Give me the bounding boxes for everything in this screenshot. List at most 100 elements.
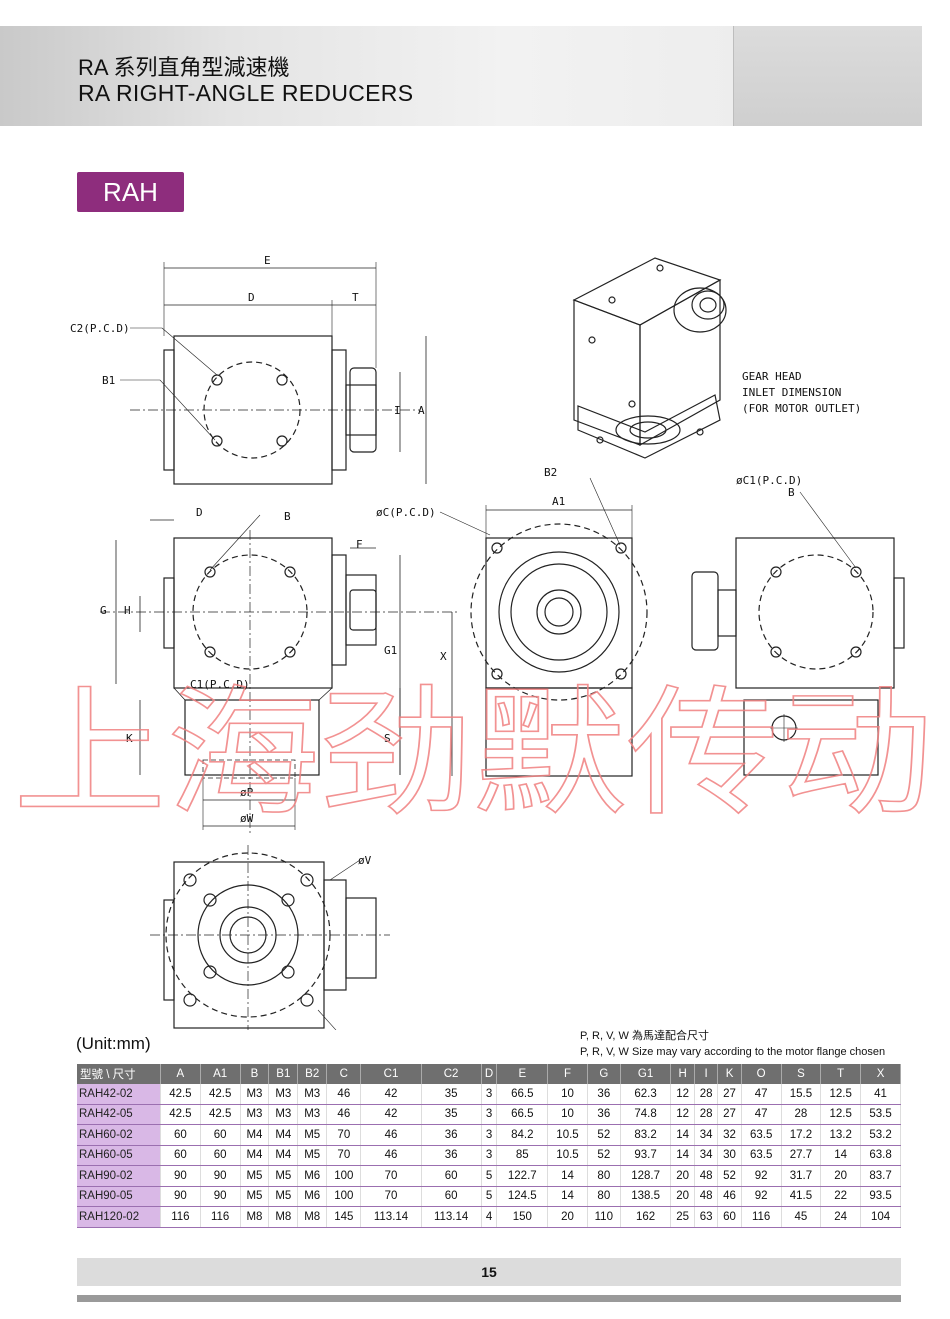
table-cell: 60 (421, 1186, 482, 1207)
dim-label-b1: B1 (102, 374, 115, 387)
table-cell: 10.5 (547, 1145, 588, 1166)
table-cell: 100 (326, 1165, 362, 1187)
table-cell: 60 (717, 1206, 742, 1228)
table-cell: 63.5 (741, 1124, 782, 1146)
table-cell: M3 (240, 1084, 270, 1105)
table-cell: M6 (297, 1165, 328, 1187)
table-cell: M8 (240, 1206, 270, 1228)
table-cell: 20 (547, 1206, 588, 1228)
table-cell: M3 (240, 1104, 270, 1125)
table-cell: 17.2 (781, 1124, 822, 1146)
table-cell: 3 (481, 1084, 498, 1105)
table-cell: 34 (694, 1124, 719, 1146)
table-cell: 80 (587, 1165, 621, 1187)
table-cell: 138.5 (620, 1186, 672, 1207)
table-cell: M3 (268, 1084, 299, 1105)
table-cell-model: RAH42-02 (77, 1084, 161, 1105)
dim-label-c1: C1(P.C.D) (190, 678, 250, 691)
table-cell: 53.5 (860, 1104, 901, 1125)
table-cell: 46 (360, 1145, 422, 1166)
table-cell: 12 (670, 1084, 695, 1105)
table-header-cell: E (496, 1064, 549, 1084)
table-cell: 46 (360, 1124, 422, 1146)
table-cell: M3 (297, 1084, 328, 1105)
dim-label-a: A (418, 404, 425, 417)
table-header-cell: H (670, 1064, 695, 1084)
table-cell: 42.5 (200, 1084, 241, 1105)
table-cell: M4 (240, 1124, 270, 1146)
table-cell: 66.5 (496, 1084, 549, 1105)
table-cell: 20 (820, 1165, 862, 1187)
table-cell: 14 (547, 1165, 588, 1187)
dim-label-v: øV (358, 854, 372, 867)
table-cell-model: RAH90-02 (77, 1165, 161, 1187)
gear-head-note-1: GEAR HEAD (742, 370, 802, 383)
page-footer: 15 (77, 1258, 901, 1286)
table-cell: 128.7 (620, 1165, 672, 1187)
table-cell: M3 (297, 1104, 328, 1125)
table-cell: 42 (360, 1104, 422, 1125)
dim-label-c: øC(P.C.D) (376, 506, 436, 519)
table-cell: 113.14 (360, 1206, 422, 1228)
table-cell: M4 (268, 1145, 299, 1166)
dim-label-h: H (124, 604, 131, 617)
table-cell: 10 (547, 1084, 588, 1105)
table-header-model: 型號 \ 尺寸 (77, 1064, 161, 1084)
table-cell: 92 (741, 1186, 782, 1207)
table-cell: 70 (360, 1186, 422, 1207)
table-header-cell: A1 (200, 1064, 241, 1084)
table-cell: 28 (781, 1104, 822, 1125)
table-cell-model: RAH60-02 (77, 1124, 161, 1146)
table-cell: 63.5 (741, 1145, 782, 1166)
table-cell: 60 (200, 1124, 241, 1146)
table-cell: M3 (268, 1104, 299, 1125)
table-cell: 90 (200, 1186, 241, 1207)
table-cell: 48 (694, 1186, 719, 1207)
table-cell: 36 (587, 1104, 621, 1125)
table-cell: 28 (694, 1104, 719, 1125)
table-cell: 27.7 (781, 1145, 822, 1166)
table-cell: 3 (481, 1104, 498, 1125)
table-cell: 3 (481, 1145, 498, 1166)
table-cell: 90 (160, 1186, 201, 1207)
table-header-cell: O (741, 1064, 782, 1084)
table-cell: 41 (860, 1084, 901, 1105)
table-cell: 42.5 (160, 1084, 201, 1105)
motor-note-en: P, R, V, W Size may vary according to th… (580, 1046, 886, 1058)
gear-head-note-2: INLET DIMENSION (742, 386, 841, 399)
table-cell: 28 (694, 1084, 719, 1105)
table-cell: 124.5 (496, 1186, 549, 1207)
table-cell: 62.3 (620, 1084, 672, 1105)
table-header-cell: S (781, 1064, 822, 1084)
table-cell: 80 (587, 1186, 621, 1207)
table-cell: 3 (481, 1124, 498, 1146)
table-header-cell: I (694, 1064, 719, 1084)
table-cell: 48 (694, 1165, 719, 1187)
dim-label-d-small: D (196, 506, 203, 519)
table-cell: 46 (326, 1084, 362, 1105)
table-cell: 45 (781, 1206, 822, 1228)
page-title-en: RA RIGHT-ANGLE REDUCERS (78, 80, 414, 106)
table-cell: 74.8 (620, 1104, 672, 1125)
table-cell-model: RAH60-05 (77, 1145, 161, 1166)
table-header-cell: G (587, 1064, 621, 1084)
table-cell: 42 (360, 1084, 422, 1105)
table-cell: 46 (326, 1104, 362, 1125)
table-cell: 116 (160, 1206, 201, 1228)
table-cell: 5 (481, 1165, 498, 1187)
header-tab (733, 26, 922, 126)
dim-label-c2: C2(P.C.D) (70, 322, 130, 335)
dim-label-w: øW (240, 812, 254, 825)
table-cell: 25 (670, 1206, 695, 1228)
table-cell: 60 (160, 1145, 201, 1166)
dim-label-g: G (100, 604, 107, 617)
table-cell: 145 (326, 1206, 362, 1228)
table-header-cell: X (860, 1064, 901, 1084)
dim-label-p: øP (240, 786, 254, 799)
table-cell: 27 (717, 1084, 742, 1105)
